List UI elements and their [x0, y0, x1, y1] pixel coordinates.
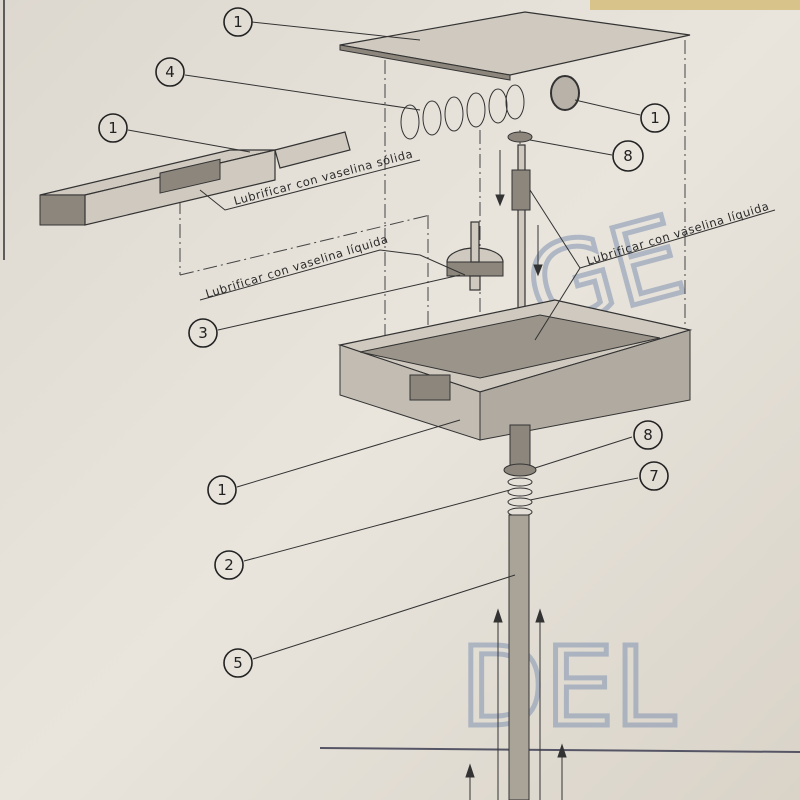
shaft-5 — [508, 514, 530, 800]
shaft-bushing — [509, 424, 531, 466]
svg-text:8: 8 — [643, 426, 653, 444]
callout-8-washer-bottom: 8 — [633, 420, 663, 450]
washer-8 — [507, 131, 533, 143]
callout-4-spring: 4 — [155, 57, 185, 87]
pinion-gear — [511, 169, 531, 211]
callout-3-gear: 3 — [188, 318, 218, 348]
housing-part — [337, 299, 693, 441]
svg-text:7: 7 — [649, 467, 659, 485]
callout-1-rack: 1 — [98, 113, 128, 143]
plate-edge — [339, 44, 511, 81]
svg-text:1: 1 — [108, 119, 118, 137]
direction-arrows — [465, 150, 567, 800]
svg-text:8: 8 — [623, 147, 633, 165]
slider-rack-part — [39, 131, 351, 226]
handwriting-bottom: DEL — [460, 623, 676, 751]
svg-text:1: 1 — [233, 13, 243, 31]
callout-1-washer: 1 — [640, 103, 670, 133]
svg-text:4: 4 — [165, 63, 175, 81]
callout-7-spring: 7 — [639, 461, 669, 491]
callout-2: 2 — [214, 550, 244, 580]
callout-1-top-plate: 1 — [223, 7, 253, 37]
washer-ring — [550, 75, 580, 111]
leader-lines — [127, 21, 776, 660]
tape-strip — [590, 0, 800, 10]
gear-part — [446, 221, 504, 291]
svg-text:1: 1 — [650, 109, 660, 127]
svg-text:2: 2 — [224, 556, 234, 574]
svg-text:1: 1 — [217, 481, 227, 499]
svg-text:5: 5 — [233, 654, 243, 672]
spring-part — [400, 84, 525, 140]
svg-text:3: 3 — [198, 324, 208, 342]
callout-5-shaft: 5 — [223, 648, 253, 678]
washer-8-lower — [503, 463, 537, 477]
callout-8-washer-top: 8 — [612, 140, 644, 172]
callout-1-housing: 1 — [207, 475, 237, 505]
